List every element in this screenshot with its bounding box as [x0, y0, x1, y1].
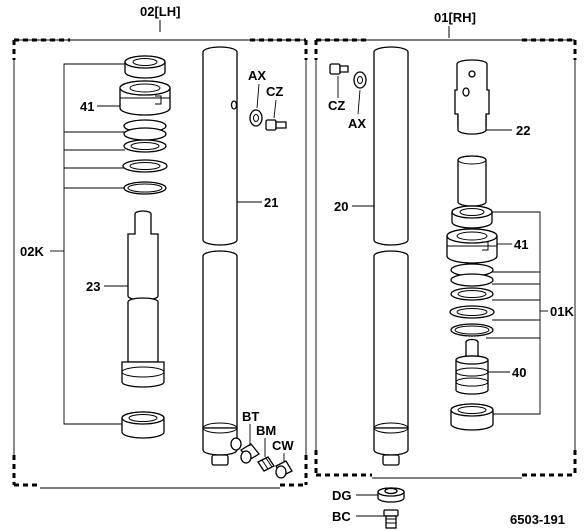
left-dust-seal [124, 55, 166, 79]
right-washer-ax [353, 71, 367, 89]
left-callout-bt: BT [242, 409, 259, 424]
left-part-cw [275, 460, 293, 479]
left-callout-21: 21 [264, 195, 278, 210]
left-kit-label: 02K [20, 244, 44, 259]
right-oil-seal-41 [446, 228, 498, 264]
left-bottom-bushing [121, 411, 165, 439]
left-washer-stack [122, 119, 168, 195]
left-kit-bracket [50, 63, 125, 425]
right-tube-20 [373, 46, 409, 466]
left-callout-bm: BM [256, 423, 276, 438]
right-washer-stack [449, 263, 495, 337]
left-ax-leader [256, 83, 260, 109]
right-kit-label: 01K [550, 304, 574, 319]
right-bottom-bushing [450, 403, 494, 431]
left-callout-ax: AX [248, 68, 266, 83]
left-washer-ax [249, 109, 263, 127]
left-oil-seal-41 [119, 80, 171, 116]
left-callout-cz: CZ [266, 84, 283, 99]
left-cz-leader [273, 99, 277, 119]
right-upper-tube-22 [454, 59, 490, 207]
right-callout-41: 41 [514, 237, 528, 252]
left-inner-tube-23 [121, 210, 165, 388]
right-callout-dg: DG [332, 488, 352, 503]
right-callout-cz: CZ [328, 98, 345, 113]
right-dashed-frame [314, 38, 577, 479]
left-dashed-frame [12, 38, 308, 489]
left-bolt-cz [265, 119, 287, 131]
right-washer-dg [377, 487, 405, 503]
left-spring-bm [257, 456, 275, 472]
left-callout-cw: CW [272, 438, 294, 453]
left-group-header: 02[LH] [140, 4, 180, 19]
right-callout-40: 40 [512, 365, 526, 380]
right-dust-seal [451, 205, 493, 229]
left-part-bt [240, 443, 260, 464]
right-piston-40 [455, 338, 489, 395]
left-callout-41: 41 [80, 99, 94, 114]
right-bolt-cz [329, 63, 349, 75]
right-callout-bc: BC [332, 509, 351, 524]
left-assembly-group: 02[LH] 02K [12, 4, 308, 489]
right-callout-20: 20 [334, 199, 348, 214]
right-callout-ax: AX [348, 116, 366, 131]
right-ax-leader [357, 89, 361, 115]
right-assembly-group: 01[RH] CZ AX [314, 10, 577, 529]
left-callout-23: 23 [86, 279, 100, 294]
right-group-header: 01[RH] [434, 10, 476, 25]
right-callout-22: 22 [516, 123, 530, 138]
left-outer-tube-21 [202, 46, 242, 466]
right-kit-bracket [486, 211, 548, 415]
right-bolt-bc [383, 509, 399, 529]
diagram-figure-number: 6503-191 [510, 512, 565, 527]
